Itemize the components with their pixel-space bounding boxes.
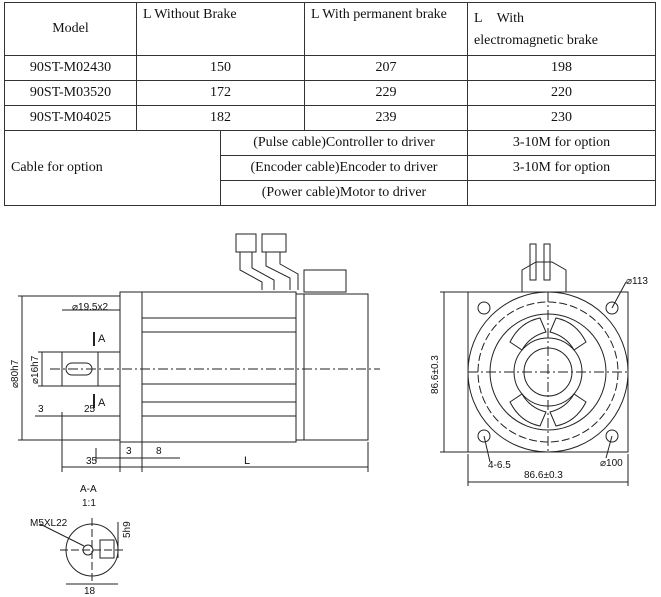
cable-row: (Encoder cable)Encoder to driver 3-10M f…	[5, 155, 656, 181]
spec-table: Model L Without Brake L With permanent b…	[4, 2, 656, 206]
cable-name: (Encoder cable)Encoder to driver	[220, 155, 468, 181]
cable-row: (Power cable)Motor to driver	[5, 180, 656, 206]
cell-electro: 198	[467, 55, 656, 81]
dim-shaft-dia: ⌀19.5x2	[72, 302, 108, 313]
mount-hole	[605, 429, 619, 443]
cell-model: 90ST-M02430	[4, 55, 137, 81]
cable-name: (Power cable)Motor to driver	[220, 180, 468, 206]
connector-block	[261, 233, 287, 253]
dim-3b: 3	[126, 446, 132, 457]
dim-spigot: ⌀80h7	[10, 359, 21, 388]
cell-model: 90ST-M04025	[4, 105, 137, 131]
header-electro-brake: L With electromagnetic brake	[467, 2, 656, 56]
dim-3: 3	[38, 404, 44, 415]
connector-block	[235, 233, 257, 253]
connector-housing	[303, 269, 347, 293]
header-model: Model	[4, 2, 137, 56]
technical-drawings: ⌀19.5x2 A A ⌀80h7 ⌀16h7 3 25 3 8 35 L ⌀1…	[10, 233, 648, 597]
cable-option: 3-10M for option	[467, 155, 656, 181]
shaft	[61, 351, 121, 387]
cell-permanent: 207	[304, 55, 468, 81]
mount-hole	[477, 429, 491, 443]
window	[549, 317, 587, 351]
section-mark-top: A	[98, 333, 106, 345]
side-view	[18, 233, 380, 472]
section-width: 18	[84, 586, 96, 597]
header-without-brake: L Without Brake	[136, 2, 305, 56]
dim-L: L	[244, 455, 250, 467]
header-electro-l: L	[474, 11, 483, 26]
window	[509, 317, 547, 351]
section-mark-bottom: A	[98, 397, 106, 409]
dim-113: ⌀113	[626, 276, 648, 287]
section-scale: 1:1	[82, 498, 96, 509]
dim-height: 86.6±0.3	[430, 355, 441, 394]
cable-lines	[239, 252, 299, 290]
dim-100: ⌀100	[600, 458, 623, 469]
window	[549, 393, 587, 427]
dim-8: 8	[156, 446, 162, 457]
connector-pin	[529, 243, 537, 281]
cell-without: 182	[136, 105, 305, 131]
header-row: Model L Without Brake L With permanent b…	[4, 2, 656, 56]
cell-without: 172	[136, 80, 305, 106]
header-electro-line2: electromagnetic brake	[474, 33, 598, 48]
header-electro-with: With	[496, 11, 524, 26]
cable-label: Cable for option	[4, 130, 221, 206]
cell-electro: 220	[467, 80, 656, 106]
dim-holes: 4-6.5	[488, 460, 511, 471]
section-title: A-A	[80, 484, 97, 495]
key-slot	[99, 539, 115, 559]
dim-25: 25	[84, 404, 96, 415]
mount-hole	[477, 301, 491, 315]
cell-permanent: 239	[304, 105, 468, 131]
cable-option	[467, 180, 656, 206]
cable-option: 3-10M for option	[467, 130, 656, 156]
dim-35: 35	[86, 456, 98, 467]
cell-electro: 230	[467, 105, 656, 131]
dim-width: 86.6±0.3	[524, 470, 563, 481]
section-view	[39, 518, 124, 585]
front-view	[440, 243, 629, 486]
window	[509, 393, 547, 427]
cable-row: Cable for option (Pulse cable)Controller…	[4, 130, 656, 206]
connector-pin	[543, 243, 551, 281]
rear-cover	[295, 293, 369, 441]
section-key: 5h9	[122, 521, 133, 538]
motor-body	[141, 291, 297, 443]
table-row: 90ST-M04025 182 239 230	[4, 105, 656, 131]
mount-hole	[605, 301, 619, 315]
table-row: 90ST-M03520 172 229 220	[4, 80, 656, 106]
dim-shaft: ⌀16h7	[30, 355, 41, 384]
flange	[119, 291, 143, 443]
header-permanent-brake: L With permanent brake	[304, 2, 468, 56]
cable-name: (Pulse cable)Controller to driver	[220, 130, 468, 156]
cell-permanent: 229	[304, 80, 468, 106]
section-thread: M5XL22	[30, 518, 68, 529]
cell-without: 150	[136, 55, 305, 81]
table-row: 90ST-M02430 150 207 198	[4, 55, 656, 81]
cell-model: 90ST-M03520	[4, 80, 137, 106]
